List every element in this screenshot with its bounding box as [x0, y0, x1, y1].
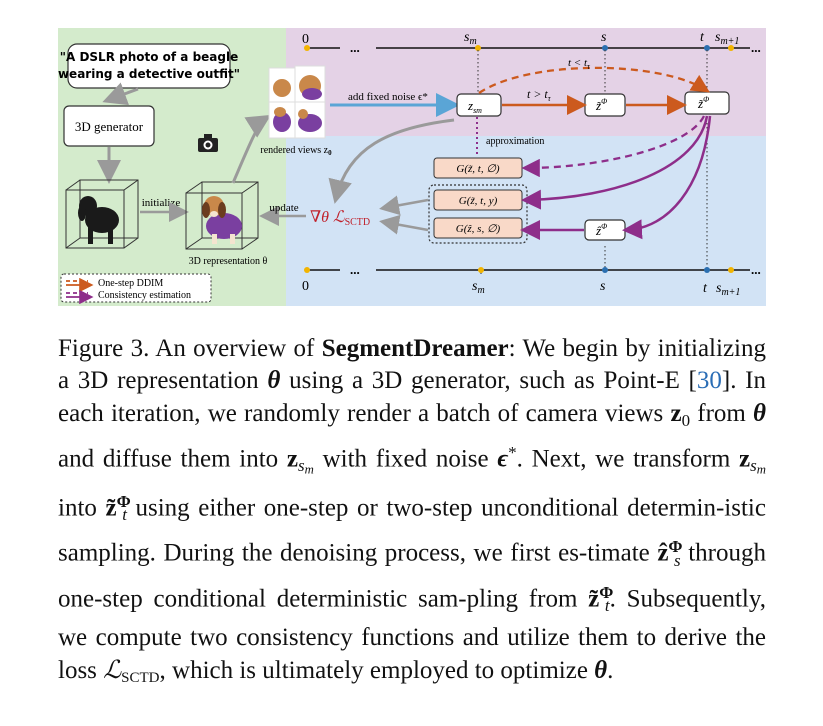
svg-text:sm+1: sm+1 [715, 30, 739, 47]
consistency-dashed-arrow [521, 115, 706, 178]
svg-text:G(z̃, t, ∅): G(z̃, t, ∅) [456, 163, 500, 175]
svg-text:sm: sm [464, 30, 477, 47]
top-timestep-axis: ... ... 0 sm s t sm+1 [302, 30, 761, 55]
svg-text:0: 0 [302, 32, 309, 47]
svg-text:z̃Φ: z̃Φ [697, 95, 709, 111]
add-noise-label: add fixed noise ϵ* [348, 91, 428, 103]
node-z-sm [456, 93, 502, 117]
svg-text:sm: sm [472, 279, 485, 296]
legend-item-ddim: One-step DDIM [98, 278, 163, 289]
svg-text:ẑΦ: ẑΦ [595, 222, 607, 238]
figure-caption: Figure 3. An overview of SegmentDreamer:… [58, 335, 767, 686]
initialize-label: initialize [142, 197, 181, 209]
prompt-line-1: "A DSLR photo of a beagle [60, 50, 239, 64]
svg-text:z̃Φ: z̃Φ [595, 97, 607, 113]
figure-label: Figure 3. [58, 335, 150, 362]
svg-text:...: ... [751, 40, 761, 55]
method-name: SegmentDreamer [321, 335, 509, 362]
svg-text:0: 0 [302, 279, 309, 294]
loss-arrow-1 [379, 195, 429, 216]
generator-box [63, 105, 155, 147]
svg-text:sm+1: sm+1 [716, 281, 740, 298]
purple-region [286, 28, 766, 136]
prompt-to-generator-arrow [102, 82, 139, 106]
bottom-timestep-axis: ... ... 0 sm s t sm+1 [302, 262, 761, 298]
consistency-arrow-cond [521, 115, 709, 210]
loss-arrow-2 [379, 214, 429, 235]
svg-text:...: ... [350, 40, 360, 55]
svg-text:t < tτ: t < tτ [568, 57, 591, 71]
svg-text:G(z̃, t, y): G(z̃, t, y) [459, 195, 498, 207]
legend: One-step DDIM Consistency estimation [60, 273, 212, 305]
rendered-label: rendered views z0 [260, 145, 332, 157]
legend-item-consistency: Consistency estimation [98, 290, 191, 301]
camera-icon [198, 134, 218, 152]
ddim-dashed-arrow [478, 66, 710, 94]
svg-text:t: t [700, 30, 705, 45]
render-arrow [231, 114, 272, 184]
overview-figure: "A DSLR photo of a beagle wearing a dete… [58, 28, 766, 306]
svg-text:s: s [601, 30, 607, 45]
loss-label: ∇θ ℒSCTD [310, 209, 370, 228]
prompt-line-2: wearing a detective outfit" [58, 67, 240, 81]
svg-text:t: t [703, 281, 708, 296]
svg-text:s: s [600, 279, 606, 294]
g-group-dashed [428, 184, 528, 244]
svg-text:G(ẑ, s, ∅): G(ẑ, s, ∅) [456, 223, 501, 235]
beagle-detective-image [202, 196, 242, 244]
citation-link[interactable]: 30 [696, 367, 722, 395]
black-dog-silhouette [78, 196, 119, 244]
approximation-label: approximation [486, 136, 544, 147]
representation-label: 3D representation θ [189, 256, 268, 267]
svg-text:...: ... [350, 262, 360, 277]
rendered-views [268, 65, 326, 139]
feedback-arrow [328, 118, 455, 204]
consistency-arrow-to-zs [622, 115, 712, 240]
svg-text:zsm: zsm [467, 98, 482, 115]
svg-text:t > tτ: t > tτ [527, 87, 552, 103]
prompt-box [67, 43, 231, 89]
update-label: update [269, 202, 298, 214]
generator-label: 3D generator [75, 119, 144, 134]
svg-text:...: ... [751, 262, 761, 277]
